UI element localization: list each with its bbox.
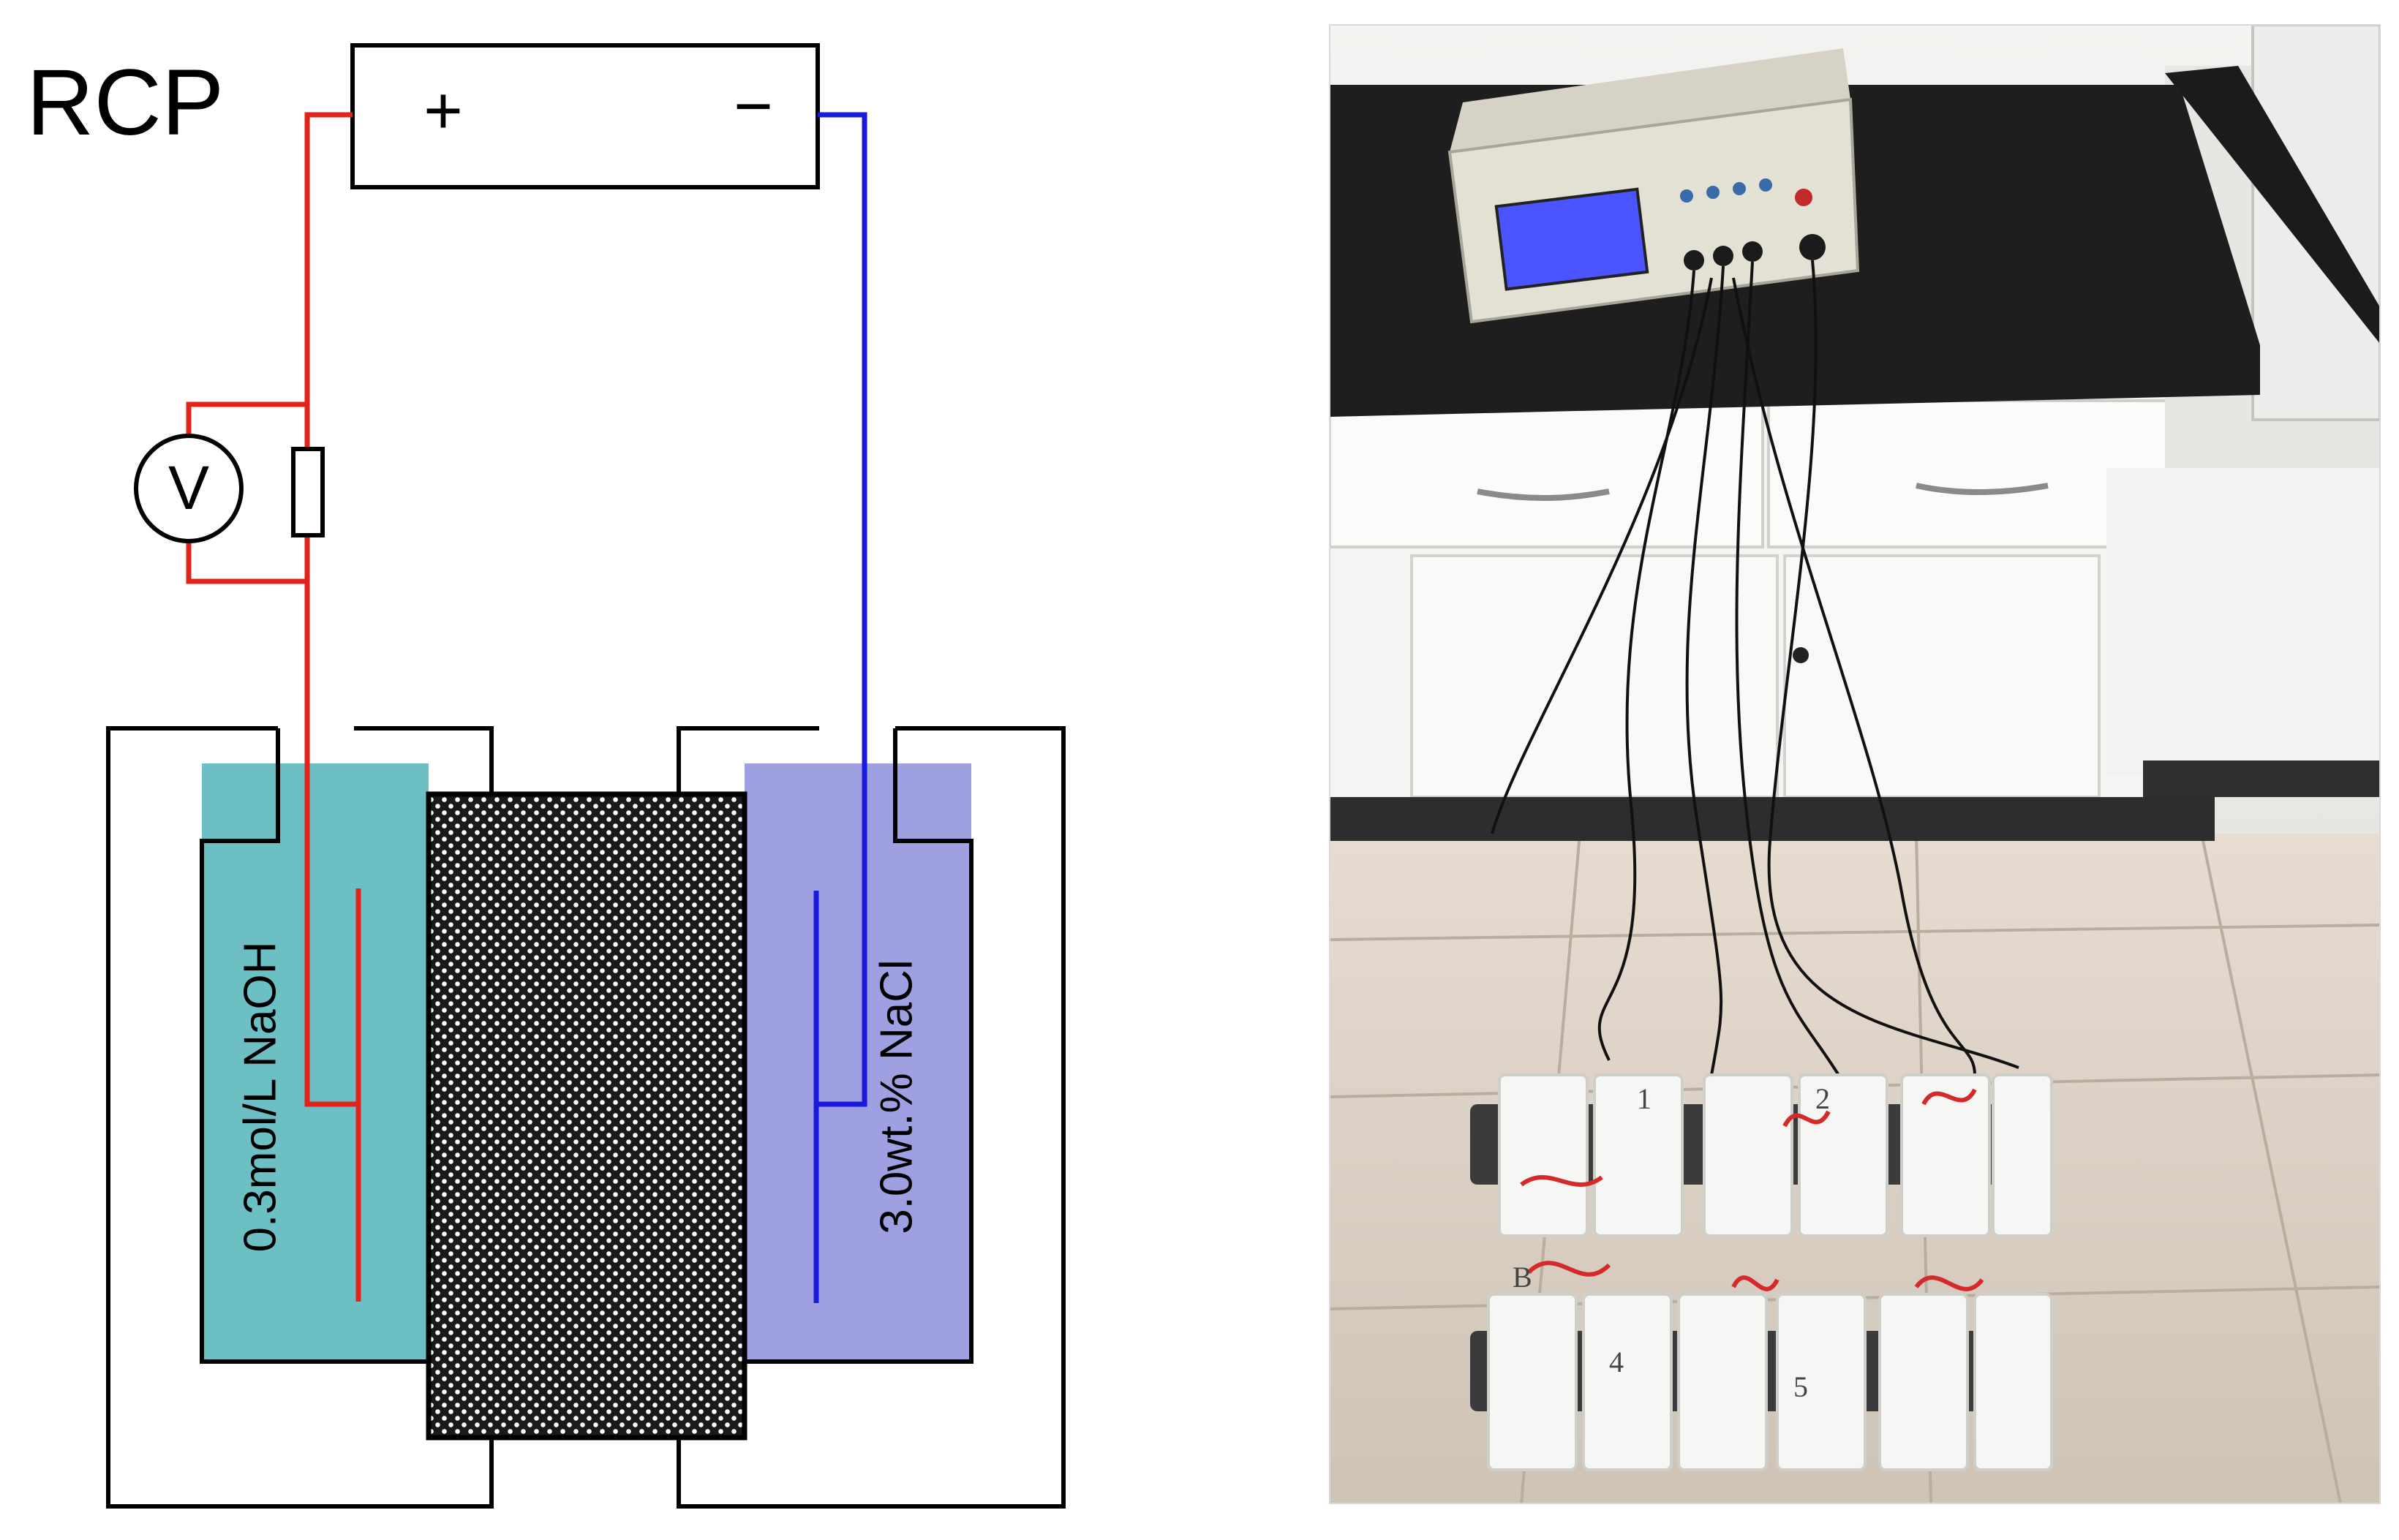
specimen-rig: 1 2 4 5 B bbox=[1470, 1073, 2053, 1471]
sample-number: 5 bbox=[1793, 1370, 1808, 1403]
sample-letter: B bbox=[1513, 1261, 1532, 1294]
power-source-label: RCP bbox=[26, 50, 224, 155]
specimen-cell bbox=[1992, 1073, 2053, 1237]
left-solution-label: 0.3mol/L NaOH bbox=[235, 942, 285, 1253]
instrument-connectors bbox=[1684, 234, 1826, 271]
cables bbox=[1491, 260, 2019, 1084]
voltmeter bbox=[134, 434, 244, 543]
instrument-buttons bbox=[1680, 178, 1812, 206]
specimen-cell bbox=[1498, 1073, 1589, 1237]
specimen-cell bbox=[1593, 1073, 1684, 1237]
sample-number: 1 bbox=[1637, 1082, 1652, 1115]
lab-cabinet bbox=[1330, 395, 2216, 841]
voltmeter-branch: V bbox=[134, 401, 325, 584]
potential-instrument bbox=[1447, 48, 1860, 324]
nacl-solution bbox=[745, 763, 971, 1362]
specimen-cell bbox=[1900, 1073, 1991, 1237]
porous-specimen bbox=[426, 791, 747, 1441]
right-solution-label: 3.0wt.% NaCl bbox=[871, 959, 922, 1234]
power-supply-box bbox=[350, 43, 820, 189]
drawer-handle bbox=[1916, 483, 2049, 495]
voltmeter-label: V bbox=[168, 453, 209, 522]
specimen-cell bbox=[1677, 1293, 1768, 1471]
power-supply: + − bbox=[350, 43, 820, 189]
schematic-diagram: + − RCP V bbox=[26, 43, 1066, 1509]
naoh-solution bbox=[202, 763, 429, 1362]
instrument-display bbox=[1494, 187, 1649, 291]
electrolytic-cell: 0.3mol/L NaOH 3.0wt.% NaCl bbox=[106, 726, 1066, 1509]
specimen-cell bbox=[1582, 1293, 1673, 1471]
specimen-cell bbox=[1878, 1293, 1969, 1471]
negative-terminal-label: − bbox=[734, 69, 773, 143]
specimen-cell bbox=[1973, 1293, 2053, 1471]
specimen-cell bbox=[1487, 1293, 1578, 1471]
red-clips bbox=[1520, 1088, 1984, 1291]
experiment-photo: 1 2 4 5 B bbox=[1329, 24, 2381, 1504]
resistor bbox=[291, 447, 325, 537]
sample-number: 2 bbox=[1815, 1082, 1830, 1115]
drawer-handle bbox=[1477, 488, 1610, 501]
specimen-cell bbox=[1798, 1073, 1888, 1237]
sample-number: 4 bbox=[1609, 1345, 1624, 1378]
specimen-cell bbox=[1776, 1293, 1867, 1471]
positive-terminal-label: + bbox=[423, 73, 463, 148]
specimen-cell bbox=[1703, 1073, 1793, 1237]
side-cabinet bbox=[2106, 25, 2380, 797]
